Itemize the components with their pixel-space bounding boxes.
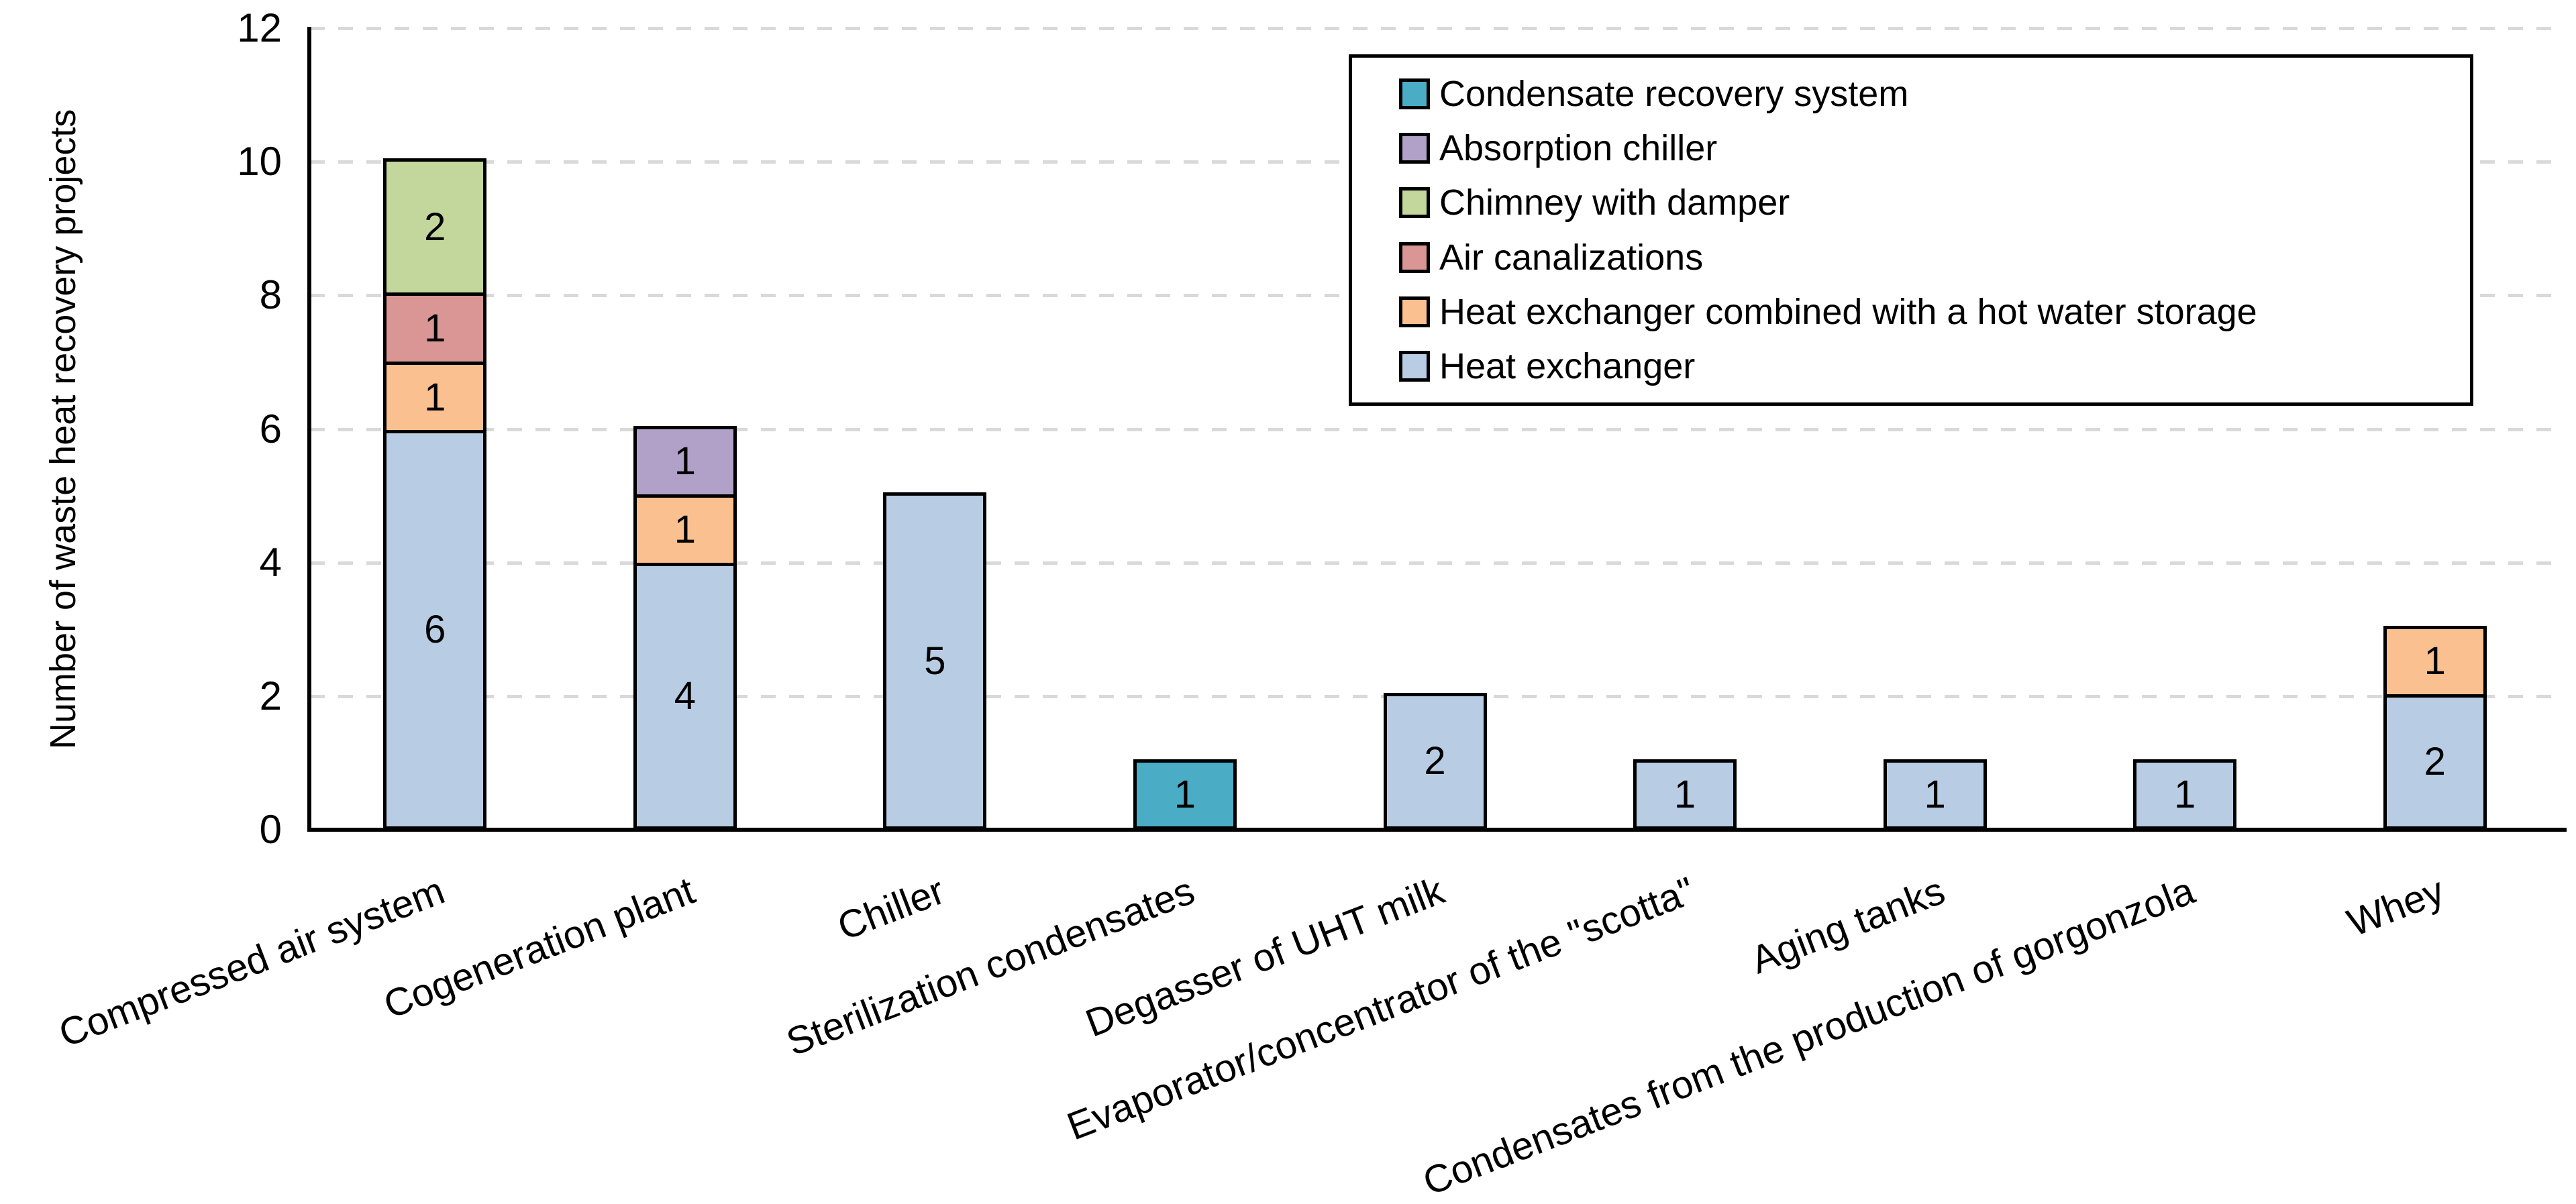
bar-segment-label: 2 — [2424, 739, 2446, 783]
bar-segment-heat-exchanger: 4 — [636, 562, 733, 826]
bar: 1 — [2133, 759, 2237, 830]
legend-label: Absorption chiller — [1439, 128, 1718, 169]
bar: 5 — [883, 492, 987, 830]
bar-segment-label: 1 — [424, 375, 446, 419]
bar-segment-heat-exchanger: 1 — [1637, 763, 1734, 826]
legend-item: Heat exchanger combined with a hot water… — [1399, 294, 2470, 330]
bar: 1 — [1883, 759, 1987, 830]
bar-segment-heat-exchanger: 1 — [2136, 763, 2234, 826]
legend-swatch — [1399, 78, 1430, 110]
y-tick-label: 10 — [237, 139, 282, 184]
y-tick-label: 12 — [237, 5, 282, 50]
bar-segment-label: 2 — [1424, 738, 1446, 783]
bar-segment-heat-exchanger: 6 — [387, 430, 484, 826]
bar-segment-label: 4 — [674, 673, 696, 718]
legend-item: Absorption chiller — [1399, 130, 2470, 166]
legend-item: Air canalizations — [1399, 239, 2470, 276]
y-tick-label: 0 — [259, 807, 282, 852]
gridline — [310, 561, 2560, 565]
legend-swatch — [1399, 187, 1430, 219]
x-axis-label: Compressed air system — [53, 869, 451, 1056]
y-tick-label: 6 — [259, 406, 282, 451]
legend-swatch — [1399, 133, 1430, 164]
x-axis-label: Chiller — [831, 869, 951, 949]
legend-item: Condensate recovery system — [1399, 76, 2470, 112]
bar-segment-heat-exchanger: 2 — [1386, 696, 1484, 826]
y-tick-label: 4 — [259, 539, 282, 585]
bar-segment-condensate-recovery-system: 1 — [1136, 763, 1233, 826]
x-axis-line — [307, 828, 2567, 832]
bar: 1 1 4 — [633, 425, 737, 830]
bar-segment-label: 1 — [1673, 772, 1696, 816]
y-tick-label: 8 — [259, 272, 282, 318]
bar-segment-chimney-with-damper: 2 — [387, 162, 484, 293]
legend-label: Condensate recovery system — [1439, 74, 1909, 115]
legend-swatch — [1399, 296, 1430, 327]
legend-label: Air canalizations — [1439, 237, 1704, 278]
x-axis-label: Sterilization condensates — [780, 869, 1200, 1064]
bar: 2 — [1383, 692, 1487, 830]
y-tick-label: 2 — [259, 673, 282, 718]
legend-swatch — [1399, 350, 1430, 382]
bar-segment-label: 1 — [674, 439, 696, 484]
bar-segment-label: 1 — [1174, 772, 1196, 816]
legend-item: Heat exchanger — [1399, 348, 2470, 384]
bar-segment-heat-exchanger: 1 — [1886, 763, 1983, 826]
bar-segment-label: 1 — [1924, 772, 1946, 816]
bar-segment-heat-exchanger: 2 — [2386, 694, 2483, 826]
legend-label: Chimney with damper — [1439, 182, 1790, 223]
bar-segment-label: 2 — [424, 205, 446, 249]
bar-segment-absorption-chiller: 1 — [636, 429, 733, 494]
bar-segment-label: 1 — [674, 508, 696, 552]
bar-segment-label: 6 — [424, 608, 446, 652]
bar-segment-heat-exchanger-combined-with-a-hot-water-storage: 1 — [387, 361, 484, 431]
bar-segment-label: 1 — [2424, 639, 2446, 683]
gridline — [310, 27, 2560, 30]
bar: 1 — [1633, 759, 1737, 830]
y-axis-line — [307, 27, 311, 832]
legend-item: Chimney with damper — [1399, 184, 2470, 221]
bar: 2 1 1 6 — [383, 158, 487, 830]
bar-segment-air-canalizations: 1 — [387, 292, 484, 362]
x-axis-label: Whey — [2341, 869, 2451, 945]
bar-segment-label: 1 — [424, 307, 446, 351]
legend-label: Heat exchanger combined with a hot water… — [1439, 291, 2257, 332]
bar-segment-heat-exchanger-combined-with-a-hot-water-storage: 1 — [2386, 629, 2483, 694]
legend-label: Heat exchanger — [1439, 345, 1696, 386]
stacked-bar-chart: Number of waste heat recovery projects C… — [43, 5, 2567, 1204]
gridline — [310, 427, 2560, 431]
bar-segment-label: 5 — [924, 639, 946, 683]
bar: 1 — [1133, 759, 1237, 830]
legend-swatch — [1399, 241, 1430, 273]
bar-segment-label: 1 — [2174, 772, 2196, 816]
bar-segment-heat-exchanger-combined-with-a-hot-water-storage: 1 — [636, 494, 733, 563]
bar-segment-heat-exchanger: 5 — [886, 496, 984, 826]
x-axis-label: Aging tanks — [1745, 869, 1951, 983]
